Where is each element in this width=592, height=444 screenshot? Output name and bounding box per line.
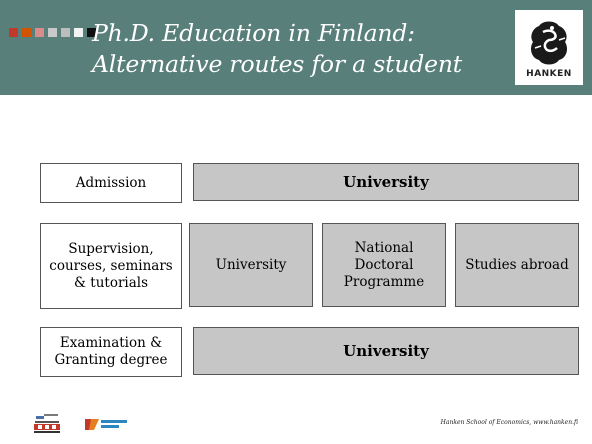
- row-label-text: Supervision, courses, seminars & tutoria…: [49, 240, 173, 291]
- title-banner: Ph.D. Education in Finland: Alternative …: [0, 0, 592, 95]
- row-label-admission: Admission: [40, 163, 182, 203]
- route-box-text: National Doctoral Programme: [343, 239, 425, 290]
- decorative-squares: [9, 28, 96, 37]
- square-7: [87, 28, 96, 37]
- hanken-logo-text: HANKEN: [526, 69, 572, 79]
- slide-title-line-1: Ph.D. Education in Finland:: [92, 19, 415, 47]
- row-label-text: Examination & Granting degree: [54, 335, 168, 368]
- route-box-supervision-university: University: [189, 223, 313, 307]
- slide-title: Ph.D. Education in Finland: Alternative …: [92, 18, 492, 80]
- square-1: [9, 28, 18, 37]
- route-box-national-doctoral-programme: National Doctoral Programme: [322, 223, 446, 307]
- hanken-emblem-icon: [531, 21, 567, 65]
- arrow-logo-icon: [85, 419, 127, 430]
- route-box-admission-university: University: [193, 163, 579, 201]
- hanken-logo: HANKEN: [515, 10, 583, 85]
- building-logo-icon: [34, 414, 60, 433]
- square-6: [74, 28, 83, 37]
- route-box-studies-abroad: Studies abroad: [455, 223, 579, 307]
- row-label-supervision: Supervision, courses, seminars & tutoria…: [40, 223, 182, 309]
- route-box-text: University: [343, 172, 429, 191]
- slide-title-line-2: Alternative routes for a student: [92, 50, 463, 78]
- square-3: [35, 28, 44, 37]
- square-5: [61, 28, 70, 37]
- footer-text: Hanken School of Economics, www.hanken.f…: [440, 419, 578, 426]
- route-box-examination-university: University: [193, 327, 579, 375]
- route-box-text: University: [215, 256, 287, 273]
- row-label-text: Admission: [75, 174, 147, 191]
- square-4: [48, 28, 57, 37]
- route-box-text: University: [343, 341, 429, 360]
- route-box-text: Studies abroad: [465, 256, 569, 273]
- square-2: [22, 28, 31, 37]
- row-label-examination: Examination & Granting degree: [40, 327, 182, 377]
